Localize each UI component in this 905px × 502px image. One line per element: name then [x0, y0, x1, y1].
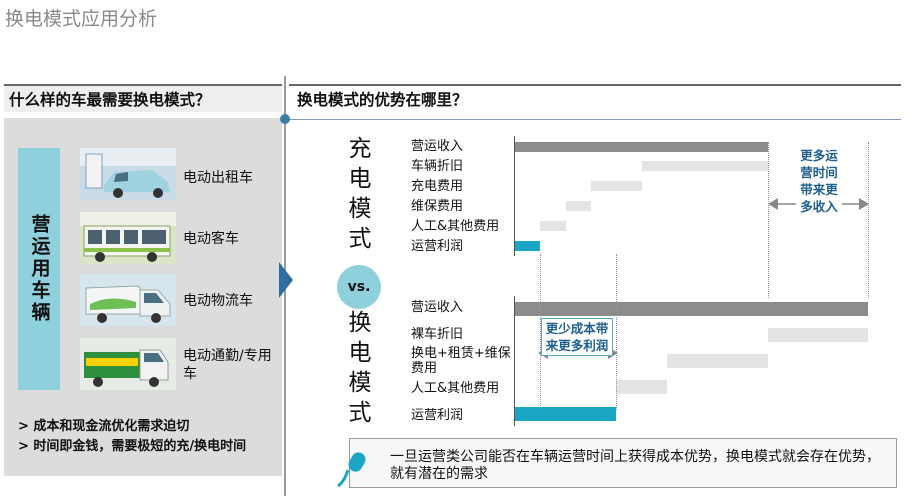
- charging-bar-maintenance: [566, 201, 591, 211]
- arrow-right-icon: [279, 262, 293, 298]
- bullet-item: > 成本和现金流优化需求迫切: [18, 419, 190, 434]
- swapping-bar-labor: [616, 380, 667, 394]
- swapping-bar-revenue: [515, 302, 868, 316]
- conclusion-box: [349, 438, 897, 488]
- taxi-photo: [80, 148, 176, 200]
- charging-row-label: 运营利润: [411, 239, 464, 254]
- swapping-bar-depreciation: [768, 328, 868, 342]
- charging-row-label: 人工&其他费用: [411, 219, 500, 234]
- vehicle-label-logistics: 电动物流车: [183, 293, 253, 309]
- swapping-mode-title: 换电模式: [344, 310, 370, 430]
- vehicle-category-label: 营运用车辆: [28, 214, 51, 324]
- sanitation-truck-photo: [80, 338, 176, 390]
- charging-row-label: 营运收入: [411, 139, 464, 154]
- charging-axis: [514, 136, 515, 256]
- swapping-bar-profit: [515, 407, 616, 421]
- swapping-bar-swap-lease-maintenance: [667, 354, 768, 368]
- right-header-underline: [289, 119, 901, 120]
- swapping-row-label: 裸车折旧: [411, 327, 464, 342]
- charging-row-label: 车辆折旧: [411, 159, 464, 174]
- charging-row-label: 充电费用: [411, 179, 464, 194]
- vs-circle: vs.: [337, 265, 381, 309]
- microphone-icon: [337, 452, 366, 488]
- bullet-item: > 时间即金钱，需要极短的充/换电时间: [18, 439, 247, 454]
- swapping-row-label: 人工&其他费用: [411, 381, 500, 396]
- vehicle-label-commute: 电动通勤/专用车: [183, 348, 272, 382]
- guide-line: [616, 254, 617, 410]
- vs-label: vs.: [347, 279, 371, 295]
- vehicle-category-box: 营运用车辆: [18, 148, 60, 390]
- vehicle-label-taxi: 电动出租车: [183, 170, 253, 186]
- guide-line: [868, 142, 869, 298]
- charging-mode-title: 充电模式: [344, 136, 370, 256]
- vehicle-label-bus: 电动客车: [183, 231, 239, 247]
- charging-note: 更多运营时间带来更多收入: [796, 147, 842, 215]
- swapping-row-label: 运营利润: [411, 408, 464, 423]
- page-title: 换电模式应用分析: [5, 8, 158, 30]
- swapping-axis: [514, 296, 515, 426]
- charging-bar-profit: [515, 241, 540, 251]
- logistics-van-photo: [80, 274, 176, 326]
- charging-bar-depreciation: [642, 161, 768, 171]
- swapping-row-label: 营运收入: [411, 300, 464, 315]
- swapping-note: 更少成本带来更多利润: [541, 318, 613, 356]
- left-panel-header: 什么样的车最需要换电模式？: [4, 84, 282, 112]
- bus-photo: [80, 212, 176, 264]
- charging-bar-charging-fee: [591, 181, 642, 191]
- charging-bar-labor: [540, 221, 566, 231]
- guide-line: [540, 254, 541, 410]
- right-panel-header: 换电模式的优势在哪里？: [289, 84, 901, 112]
- swapping-row-label: 换电+租赁+维保费用: [411, 346, 511, 376]
- charging-bar-revenue: [515, 142, 768, 152]
- divider-dot: [280, 114, 290, 124]
- conclusion-text: 一旦运营类公司能否在车辆运营时间上获得成本优势，换电模式就会存在优势，就有潜在的…: [390, 449, 880, 482]
- guide-line: [768, 142, 769, 298]
- charging-row-label: 维保费用: [411, 199, 464, 214]
